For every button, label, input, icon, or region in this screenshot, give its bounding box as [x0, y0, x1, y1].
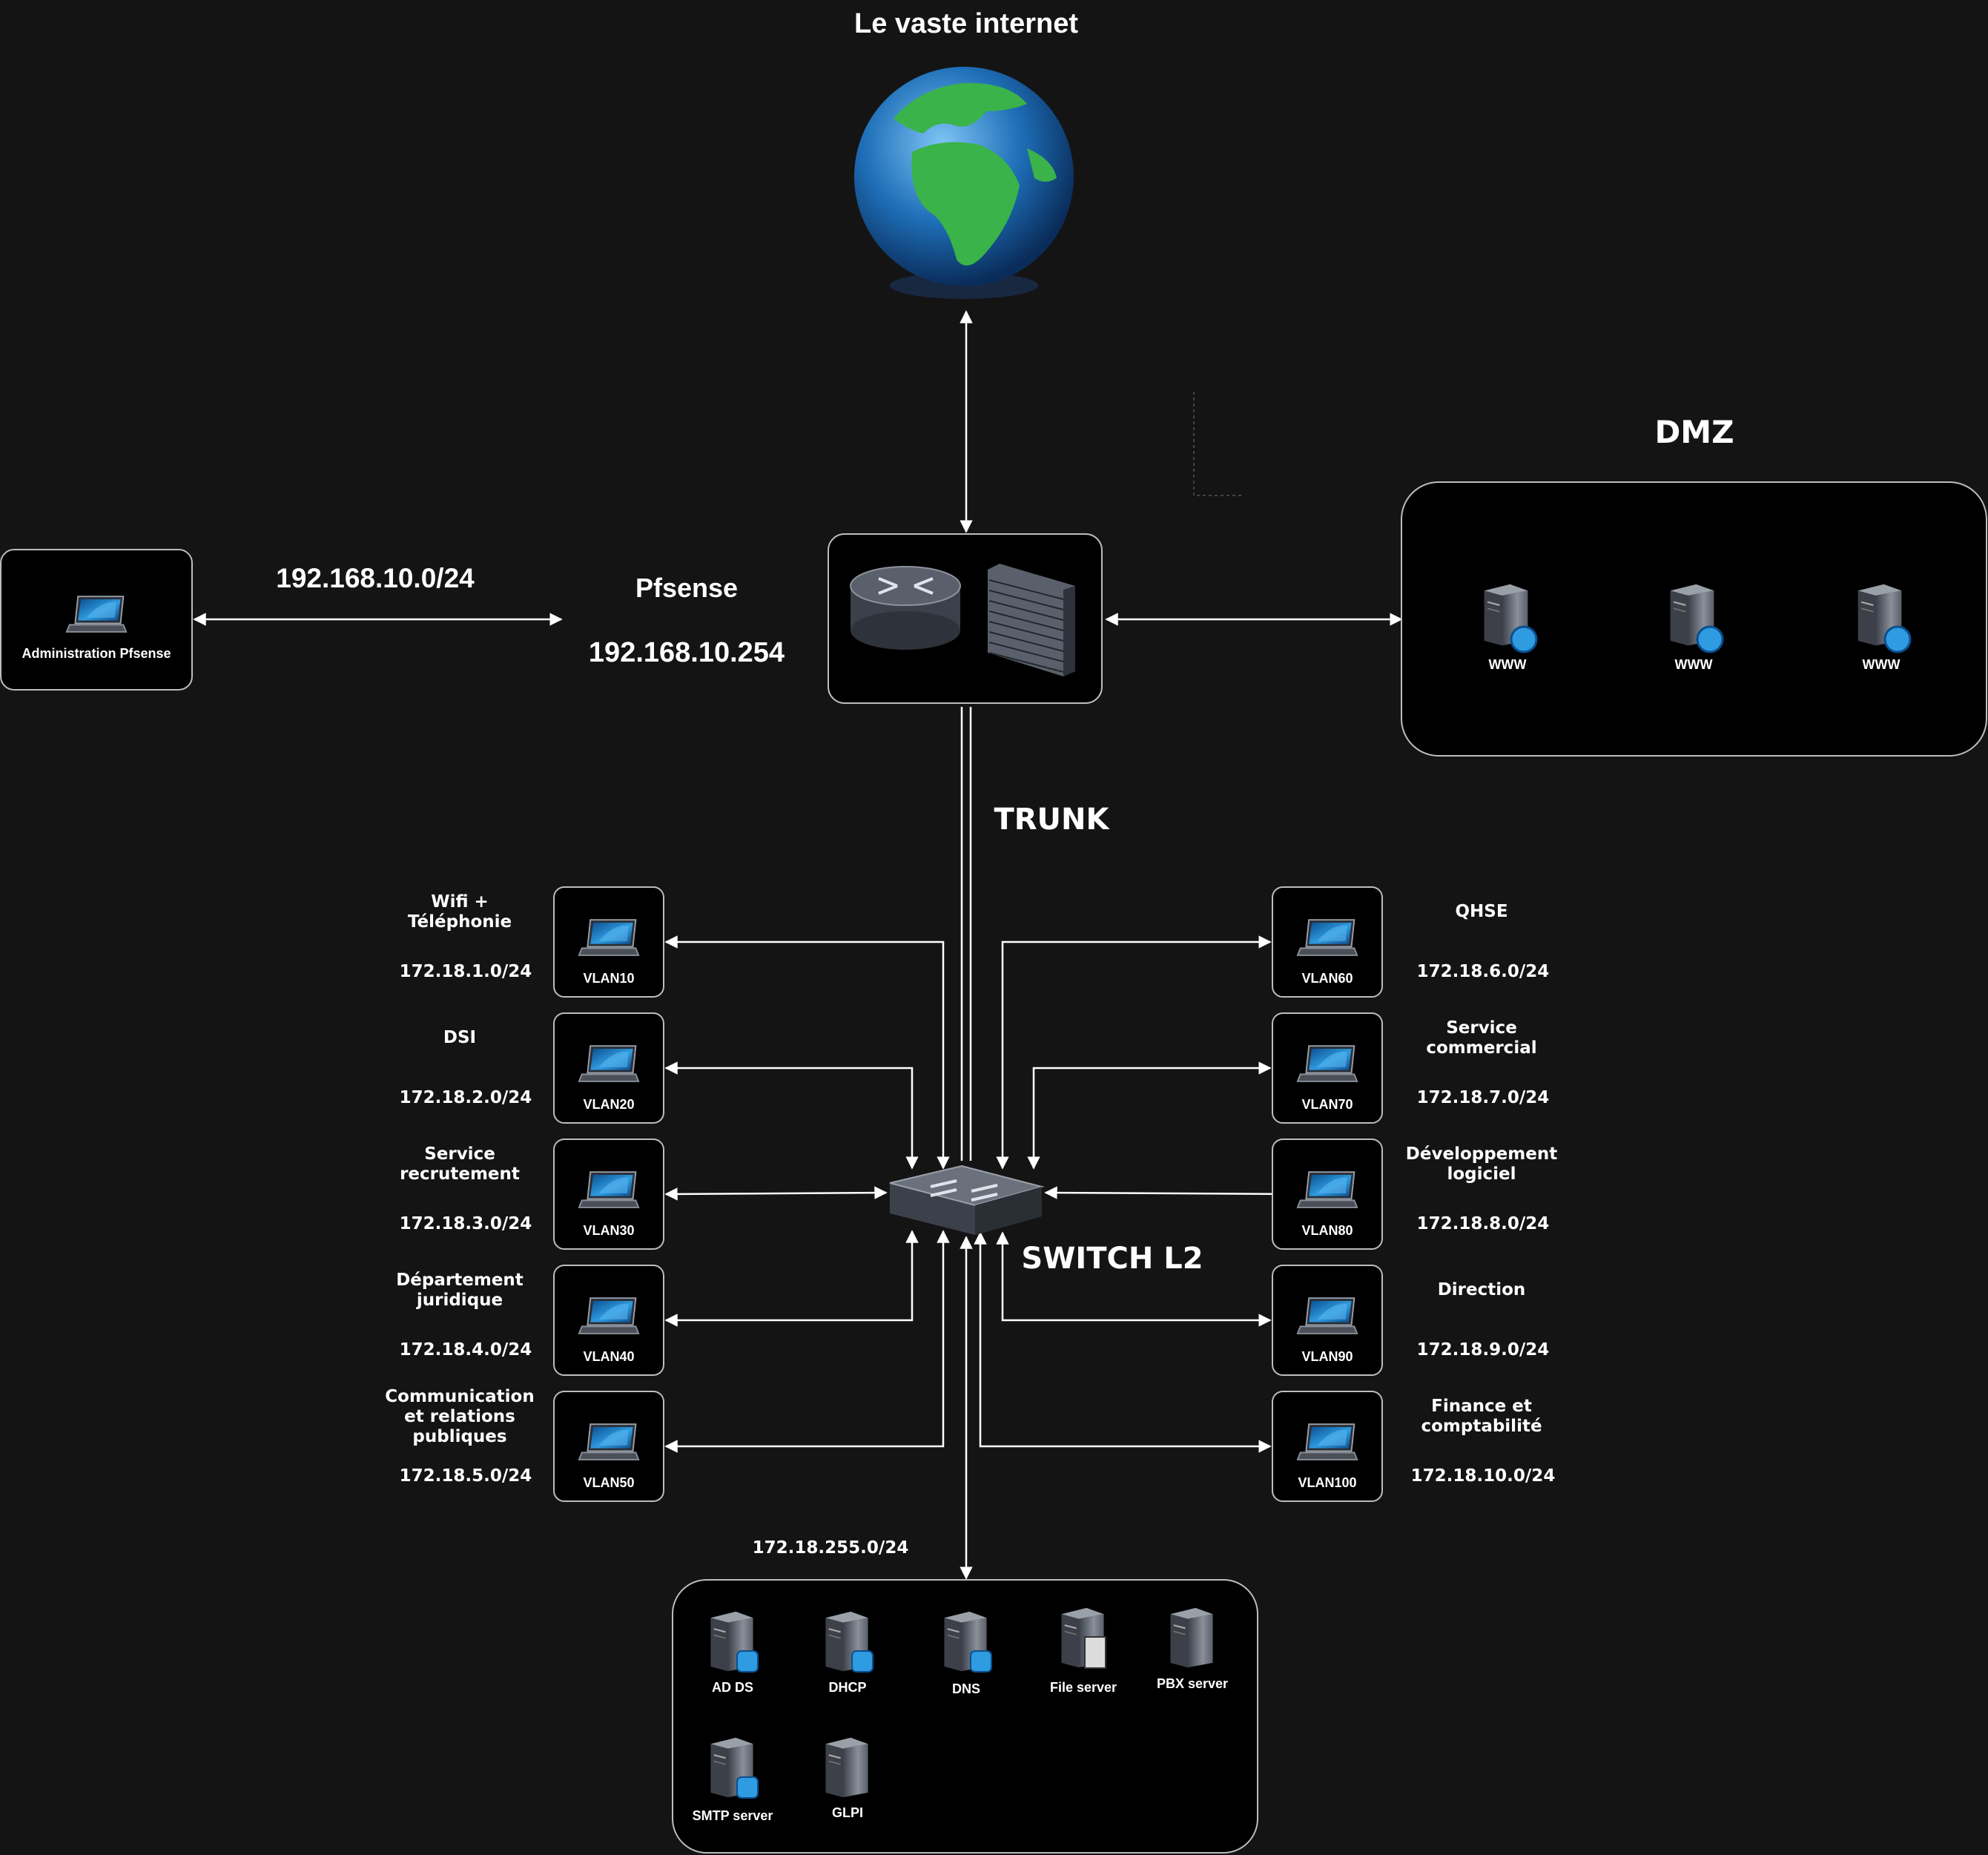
firewall-brick-line	[988, 642, 1064, 662]
server-label: DNS	[952, 1681, 980, 1696]
vlan-name-label: QHSE	[1455, 902, 1507, 921]
router-top	[850, 566, 961, 606]
globe-icon	[854, 67, 1074, 299]
vlan-link	[664, 1186, 888, 1201]
server-icon	[1169, 1607, 1214, 1669]
nodes	[0, 67, 1987, 1854]
vlan-subnet-label: 172.18.6.0/24	[1417, 962, 1550, 981]
vlan-name-label: DSI	[443, 1028, 476, 1047]
dmz-server-label: WWW	[1863, 657, 1901, 672]
document-icon	[1084, 1636, 1106, 1669]
admin-label: Administration Pfsense	[22, 646, 171, 661]
vlan-name-label: Direction	[1438, 1280, 1526, 1299]
vlan-id-label: VLAN30	[583, 1223, 634, 1238]
server-label: File server	[1050, 1680, 1117, 1695]
server-label: DHCP	[828, 1680, 866, 1695]
switch-icon	[889, 1164, 1045, 1235]
firewall-brick-line	[988, 631, 1064, 652]
vlan-id-label: VLAN100	[1298, 1475, 1356, 1490]
firewall-brick-line	[988, 590, 1064, 610]
server-label: GLPI	[832, 1805, 863, 1820]
vlan-id-label: VLAN70	[1301, 1097, 1353, 1112]
server-subnet-label: 172.18.255.0/24	[753, 1538, 909, 1558]
server-zone	[672, 1579, 1258, 1854]
router-bottom	[851, 611, 960, 650]
globe-land-europe	[894, 82, 1027, 134]
vlan-id-label: VLAN40	[583, 1349, 634, 1364]
dmz-title: DMZ	[1654, 414, 1734, 450]
vlan-subnet-label: 172.18.3.0/24	[400, 1214, 532, 1233]
vlan-id-label: VLAN50	[583, 1475, 634, 1490]
vlan-link	[974, 1231, 1272, 1453]
server-label: AD DS	[712, 1680, 753, 1695]
router-icon	[850, 566, 961, 650]
vlan-name-label: Wifi +Téléphonie	[408, 892, 512, 932]
dmz-server-label: WWW	[1489, 657, 1527, 672]
vlan-link	[664, 1230, 950, 1453]
trunk-link	[960, 707, 972, 1161]
vlan-id-label: VLAN10	[583, 971, 634, 986]
switch-side	[975, 1187, 1042, 1235]
switch-arrows	[930, 1179, 998, 1202]
server-icon	[825, 1736, 869, 1799]
service-badge-icon	[851, 1650, 874, 1673]
globe-land-africa	[911, 142, 1020, 266]
firewall-brick-line	[988, 621, 1064, 642]
service-badge-icon	[736, 1650, 759, 1673]
server-label: PBX server	[1157, 1676, 1228, 1691]
vlan-id-label: VLAN90	[1301, 1349, 1353, 1364]
vlan-link	[664, 935, 950, 1170]
internet-title: Le vaste internet	[854, 8, 1078, 39]
vlan-link	[1027, 1061, 1272, 1170]
router-arrows	[878, 577, 934, 595]
firewall-brick-line	[988, 652, 1064, 673]
dmz-server-label: WWW	[1675, 657, 1713, 672]
firewall-brick-line	[988, 600, 1064, 621]
vlan-subnet-label: 172.18.7.0/24	[1417, 1088, 1550, 1107]
vlan-subnet-label: 172.18.1.0/24	[400, 962, 532, 981]
connectors	[193, 310, 1403, 1580]
service-badge-icon	[736, 1776, 759, 1799]
pfsense-ip: 192.168.10.254	[589, 637, 785, 668]
vlan-id-label: VLAN20	[583, 1097, 634, 1112]
vlan-subnet-label: 172.18.5.0/24	[400, 1466, 532, 1486]
admin-network-label: 192.168.10.0/24	[276, 563, 475, 593]
globe-badge-icon	[1883, 625, 1912, 653]
globe-badge-icon	[1696, 625, 1724, 653]
vlan-subnet-label: 172.18.2.0/24	[400, 1088, 532, 1107]
vlan-subnet-label: 172.18.4.0/24	[400, 1340, 532, 1360]
vlan-link	[996, 935, 1272, 1170]
vlan-id-label: VLAN60	[1301, 971, 1353, 986]
switch-label: SWITCH L2	[1021, 1242, 1203, 1276]
vlan-subnet-label: 172.18.9.0/24	[1417, 1340, 1550, 1360]
vlan-id-label: VLAN80	[1301, 1223, 1353, 1238]
vlan-subnet-label: 172.18.8.0/24	[1417, 1214, 1550, 1233]
firewall-brick-line	[988, 579, 1064, 600]
globe-land-asia	[1027, 148, 1057, 182]
trunk-label: TRUNK	[994, 803, 1110, 837]
globe-badge-icon	[1510, 625, 1538, 653]
vlan-link	[1044, 1186, 1299, 1201]
firewall-brick-line	[988, 610, 1064, 631]
firewall-side	[1063, 586, 1075, 676]
vlan-subnet-label: 172.18.10.0/24	[1411, 1466, 1556, 1486]
dashed-fragment	[1193, 392, 1244, 496]
server-label: SMTP server	[693, 1808, 773, 1823]
service-badge-icon	[970, 1650, 992, 1673]
vlan-link	[664, 1061, 919, 1170]
pfsense-name: Pfsense	[635, 573, 738, 603]
vlan-link	[664, 1230, 919, 1327]
firewall-icon	[988, 564, 1075, 676]
